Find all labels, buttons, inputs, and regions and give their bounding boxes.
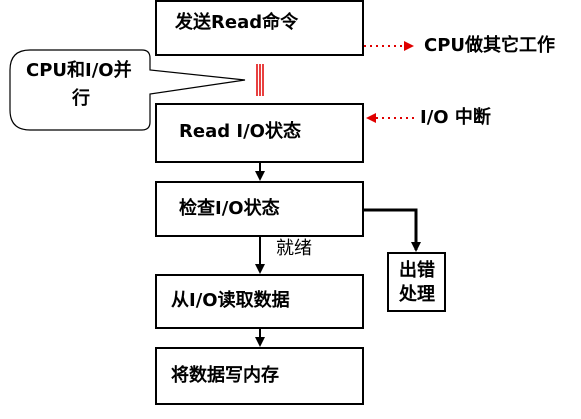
step-check-status-label: 检查I/O状态 [179,198,280,219]
step-send-read: 发送Read命令 [155,0,364,56]
step-check-status: 检查I/O状态 [155,181,364,237]
parallel-marks [256,64,264,96]
callout-line1: CPU和I/O并 [26,60,132,81]
io-interrupt-label: I/O 中断 [420,107,491,128]
error-handling-box: 出错 处理 [387,252,446,312]
cpu-other-work-label: CPU做其它工作 [424,35,556,56]
step-read-data: 从I/O读取数据 [155,274,364,329]
error-box-line1: 出错 [399,260,435,281]
step-write-memory-label: 将数据写内存 [171,365,279,386]
step-read-status-label: Read I/O状态 [179,121,301,142]
step-read-data-label: 从I/O读取数据 [171,290,290,311]
ready-label: 就绪 [276,238,312,259]
error-box-line2: 处理 [399,284,435,305]
callout-line2: 行 [72,88,90,109]
arrow-to-error [364,208,421,252]
step-write-memory: 将数据写内存 [155,347,364,405]
callout-bubble [9,49,246,131]
step-read-status: Read I/O状态 [155,103,364,163]
step-send-read-label: 发送Read命令 [175,12,299,33]
